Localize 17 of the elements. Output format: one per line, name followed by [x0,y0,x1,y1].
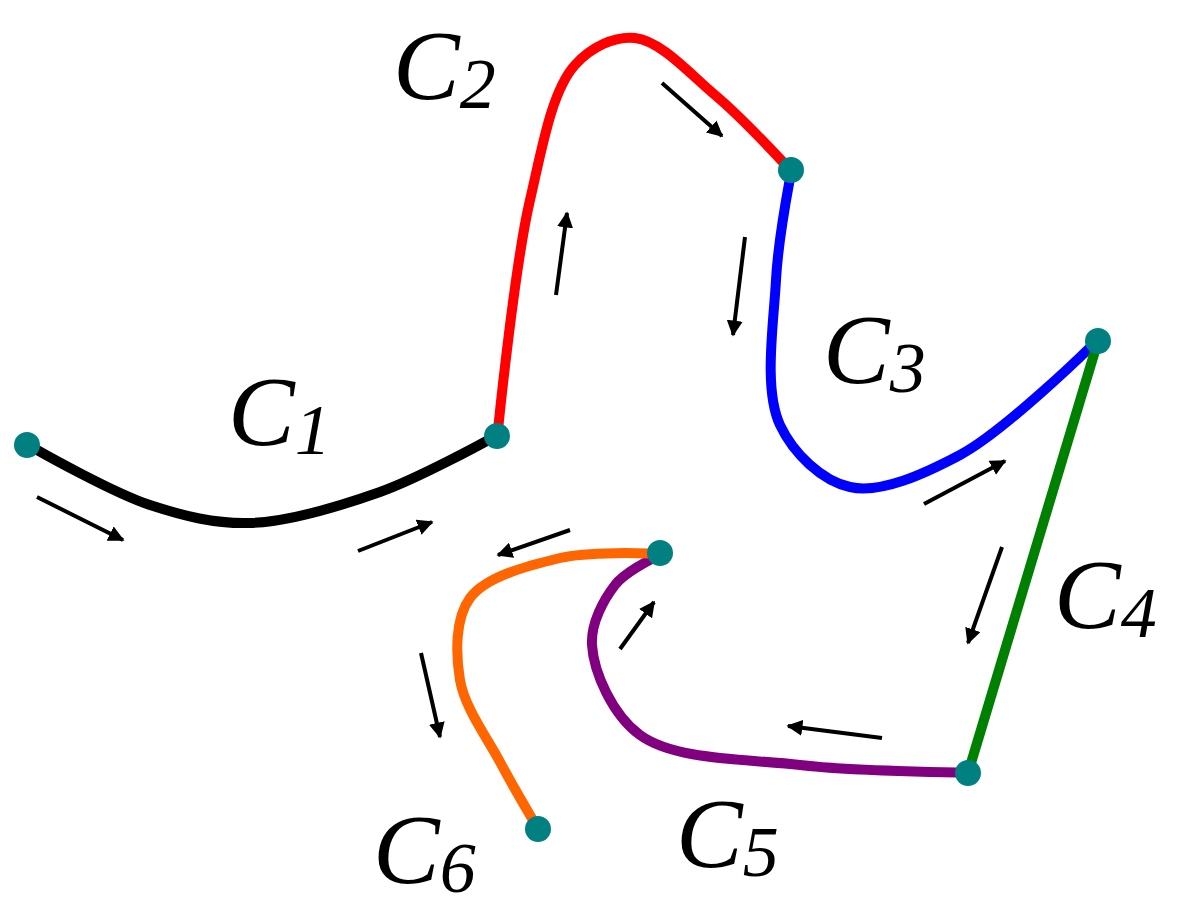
curve-connector [34,436,490,529]
point-dot [484,423,510,449]
curve-connector [452,548,650,822]
curve-connector [966,350,1100,764]
point-dot [778,157,804,183]
point-dot [525,816,551,842]
curve-label: C$_{1}$ [228,362,331,466]
point-dot [14,432,40,458]
point-dot [1085,328,1111,354]
curve-label: C$_{3}$ [823,300,926,404]
curve-label: C$_{4}$ [1054,545,1157,649]
point-dot [647,540,673,566]
curve-label: C$_{2}$ [393,16,496,120]
point-dot [955,760,981,786]
curve-connector [493,32,787,426]
curve-label: C$_{6}$ [373,800,476,898]
curve-label: C$_{5}$ [676,784,779,888]
